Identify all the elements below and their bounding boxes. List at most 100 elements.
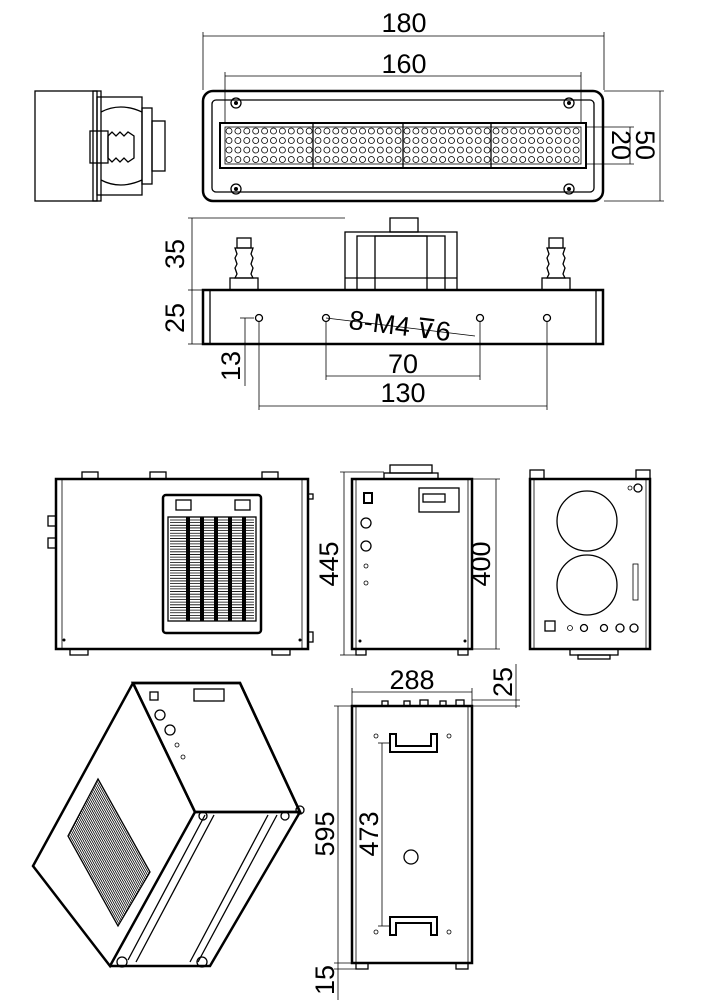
led-cell: [403, 127, 411, 135]
led-cell: [430, 137, 438, 144]
dim-label-595: 595: [310, 811, 340, 856]
led-cell: [510, 137, 518, 144]
led-cell: [376, 127, 384, 135]
grille-bar: [242, 517, 246, 621]
led-cell: [528, 146, 535, 154]
led-cell: [376, 156, 384, 163]
led-cell: [403, 156, 411, 163]
led-cell: [430, 127, 438, 135]
iso-grille-slat: [67, 835, 119, 927]
led-cell: [234, 137, 242, 144]
led-cell: [323, 127, 331, 135]
led-cell: [296, 127, 304, 135]
grille-bar: [214, 517, 218, 621]
led-cell: [225, 156, 233, 163]
iso-grille-slat: [83, 806, 135, 899]
led-cell: [305, 146, 313, 154]
chiller-rear-view: [528, 469, 652, 660]
led-cell: [528, 127, 535, 135]
led-cell: [456, 137, 464, 144]
dim-label-445: 445: [314, 541, 344, 586]
led-cell: [341, 137, 349, 144]
led-cell: [528, 156, 535, 163]
led-cell: [572, 156, 580, 163]
iso-grille-slat: [94, 784, 148, 878]
led-cell: [243, 127, 251, 135]
dim-label-25-top: 25: [488, 667, 518, 697]
led-cell: [501, 127, 509, 135]
led-cell: [501, 146, 509, 154]
led-cell: [563, 156, 571, 163]
led-cell: [430, 156, 438, 163]
led-cell: [474, 127, 482, 135]
led-cell: [412, 137, 420, 144]
led-cell: [537, 137, 544, 144]
iso-grille-slat: [90, 792, 143, 886]
led-cell: [510, 146, 518, 154]
iso-grille-slat: [69, 831, 121, 923]
led-cell: [252, 137, 260, 144]
iso-grille-slat: [88, 796, 141, 889]
led-cell: [492, 156, 500, 163]
dim-label-160: 160: [381, 49, 426, 79]
led-cell: [243, 146, 251, 154]
chiller-isometric-view: [31, 681, 305, 969]
led-cell: [572, 146, 580, 154]
led-cell: [261, 156, 269, 163]
led-cell: [474, 146, 482, 154]
led-cell: [554, 146, 562, 154]
led-cell: [234, 127, 242, 135]
led-cell: [234, 156, 242, 163]
led-cell: [403, 146, 411, 154]
led-cell: [572, 127, 580, 135]
led-cell: [394, 156, 402, 163]
iso-grille-slat: [87, 798, 140, 891]
led-cell: [225, 127, 233, 135]
iso-grille-slat: [91, 790, 144, 884]
led-cell: [456, 127, 464, 135]
led-cell: [546, 146, 553, 154]
led-cell: [412, 146, 420, 154]
led-cell: [492, 137, 500, 144]
chiller-side-view: [47, 471, 314, 656]
led-cell: [261, 146, 269, 154]
led-cell: [323, 137, 331, 144]
led-array: [225, 127, 580, 163]
dim-chiller-top: 288 25 595 473 15: [310, 664, 520, 1000]
led-cell: [278, 137, 286, 144]
dim-hole-spacing: 70 130: [258, 322, 548, 410]
led-cell: [261, 137, 269, 144]
led-cell: [563, 127, 571, 135]
dim-chiller-heights: 445 400: [314, 471, 500, 656]
led-cell: [287, 127, 295, 135]
led-cell: [510, 156, 518, 163]
led-cell: [270, 156, 277, 163]
dim-label-20: 20: [606, 130, 636, 160]
iso-grille-slat: [70, 829, 122, 921]
chiller-top-view: [350, 699, 474, 970]
led-cell: [323, 156, 331, 163]
led-cell: [385, 127, 393, 135]
iso-grille-slat: [89, 794, 142, 888]
led-cell: [439, 127, 447, 135]
led-cell: [341, 146, 349, 154]
led-cell: [323, 146, 331, 154]
dim-lamp-length-overall: 180: [202, 8, 605, 90]
led-cell: [412, 156, 420, 163]
iso-grille-slat: [68, 833, 120, 925]
iso-grille-slat: [84, 804, 137, 897]
led-cell: [546, 137, 553, 144]
led-cell: [225, 146, 233, 154]
led-cell: [546, 127, 553, 135]
iso-grille-slat: [75, 820, 128, 912]
led-cell: [341, 127, 349, 135]
led-cell: [537, 156, 544, 163]
led-cell: [465, 127, 473, 135]
mount-holes-label: 8-M4⊽6: [347, 305, 452, 347]
led-cell: [314, 146, 322, 154]
led-cell: [367, 127, 375, 135]
led-cell: [367, 146, 375, 154]
led-cell: [225, 137, 233, 144]
side-grille: [170, 517, 254, 621]
iso-grille-slat: [79, 814, 131, 906]
